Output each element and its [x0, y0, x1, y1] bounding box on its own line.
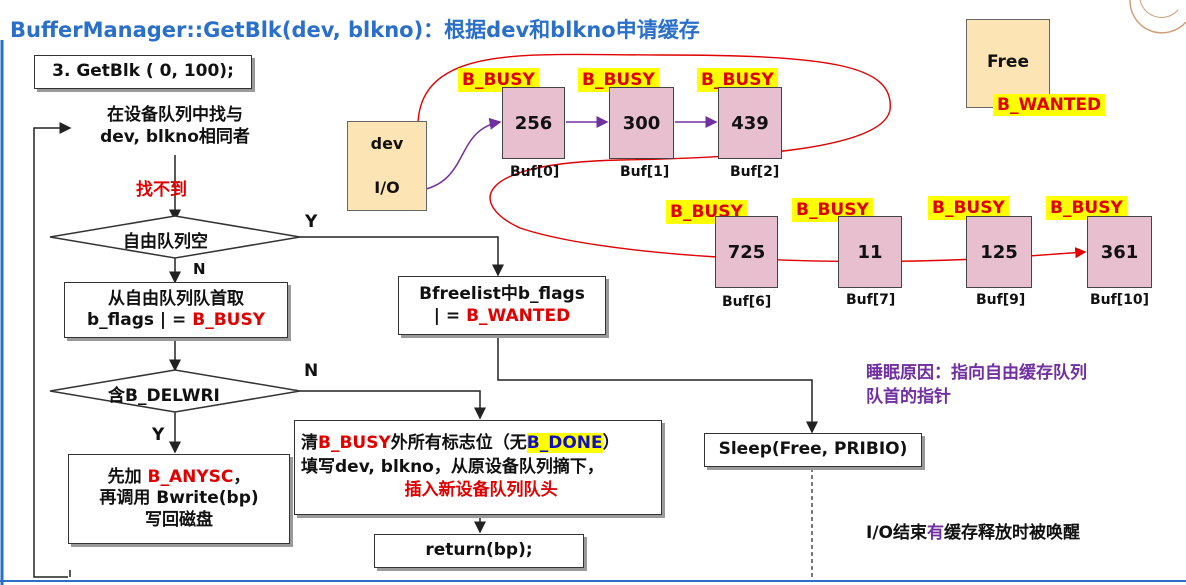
- clear-flags-box: 清B_BUSY外所有标志位（无B_DONE） 填写dev, blkno，从原设备…: [294, 420, 662, 515]
- return-box: return(bp);: [374, 534, 584, 568]
- clear-busy: B_BUSY: [318, 432, 391, 453]
- anysc-flag: B_ANYSC: [147, 467, 234, 488]
- clear-prefix: 清: [301, 432, 318, 453]
- buffer-label-buf7: Buf[7]: [846, 292, 896, 308]
- buffer-label-buf0: Buf[0]: [510, 164, 560, 180]
- set-wanted-line-1: Bfreelist中b_flags: [419, 284, 585, 305]
- busy-tag-buf7: B_BUSY: [792, 198, 873, 222]
- wake-part-3: 缓存释放时被唤醒: [944, 523, 1080, 543]
- buffer-label-buf1: Buf[1]: [620, 164, 670, 180]
- devtab-io: I/O: [374, 178, 400, 197]
- buffer-label-buf9: Buf[9]: [976, 292, 1026, 308]
- find-line-1: 在设备队列中找与: [107, 105, 243, 125]
- buffer-buf10: 361: [1087, 216, 1152, 288]
- take-free-busy: B_BUSY: [192, 310, 266, 330]
- buffer-buf9: 125: [966, 216, 1032, 288]
- page-title: BufferManager::GetBlk(dev, blkno)：根据dev和…: [10, 18, 700, 42]
- sleep-text: Sleep(Free, PRIBIO): [718, 439, 908, 460]
- buffer-label-buf6: Buf[6]: [722, 294, 772, 310]
- buffer-value-buf1: 300: [622, 112, 661, 134]
- sleep-reason-line-1: 睡眠原因：指向自由缓存队列: [866, 363, 1087, 383]
- free-wanted-tag: B_WANTED: [993, 94, 1106, 116]
- y-label-1: Y: [305, 212, 318, 232]
- sleep-box: Sleep(Free, PRIBIO): [704, 433, 922, 467]
- anysc-box: 先加 B_ANYSC， 再调用 Bwrite(bp) 写回磁盘: [68, 454, 290, 544]
- buffer-label-buf2: Buf[2]: [730, 164, 780, 180]
- anysc-comma: ，: [233, 467, 251, 488]
- buffer-label-buf10: Buf[10]: [1090, 292, 1150, 308]
- clear-done: B_DONE: [526, 432, 603, 453]
- cond-delwri: 含B_DELWRI: [108, 386, 220, 406]
- buffer-value-buf10: 361: [1100, 241, 1139, 263]
- buffer-value-buf0: 256: [514, 112, 553, 134]
- free-label: Free: [987, 52, 1029, 72]
- buffer-value-buf6: 725: [727, 241, 766, 263]
- sleep-reason-line-2: 队首的指针: [866, 386, 951, 407]
- wake-note: I/O结束有缓存释放时被唤醒: [866, 518, 1080, 543]
- wake-part-2: 有: [927, 523, 944, 543]
- not-found-label: 找不到: [136, 180, 187, 200]
- return-text: return(bp);: [425, 540, 533, 561]
- buffer-buf7: 11: [838, 216, 902, 288]
- n-label-1: N: [193, 260, 206, 278]
- buffer-buf6: 725: [715, 216, 778, 288]
- find-step: 在设备队列中找与 dev, blkno相同者: [60, 104, 290, 148]
- anysc-line-2: 再调用 Bwrite(bp): [99, 488, 259, 509]
- set-wanted-op: | =: [433, 305, 467, 326]
- sleep-reason-note: 睡眠原因：指向自由缓存队列 队首的指针: [866, 362, 1087, 410]
- buffer-buf0: 256: [502, 87, 565, 159]
- clear-line-2: 填写dev, blkno，从原设备队列摘下，: [301, 456, 604, 477]
- buffer-buf2: 439: [718, 87, 782, 159]
- clear-mid: 外所有标志位（无: [390, 432, 527, 453]
- buffer-value-buf7: 11: [857, 241, 883, 263]
- buffer-value-buf9: 125: [980, 241, 1018, 263]
- n-label-2: N: [304, 361, 319, 381]
- busy-tag-buf10: B_BUSY: [1046, 196, 1127, 220]
- y-label-2: Y: [152, 425, 165, 445]
- buffer-value-buf2: 439: [731, 112, 769, 134]
- step-label-text: 3. GetBlk ( 0, 100);: [52, 61, 234, 82]
- clear-end: ）: [602, 432, 620, 453]
- devtab-box: dev I/O: [347, 121, 427, 211]
- step-label: 3. GetBlk ( 0, 100);: [34, 55, 252, 89]
- find-line-2: dev, blkno相同者: [100, 127, 250, 148]
- free-box: Free: [966, 19, 1050, 108]
- clear-line-3: 插入新设备队列队头: [404, 480, 558, 501]
- take-free-line-1: 从自由队列队首取: [108, 288, 244, 309]
- buffer-buf1: 300: [609, 87, 674, 159]
- wake-part-1: I/O结束: [866, 523, 927, 543]
- devtab-dev: dev: [370, 134, 404, 153]
- take-free-flags: b_flags | =: [86, 310, 193, 330]
- set-wanted-flag: B_WANTED: [466, 305, 571, 326]
- anysc-line-3: 写回磁盘: [145, 509, 213, 530]
- take-free-box: 从自由队列队首取 b_flags | = B_BUSY: [64, 282, 288, 338]
- anysc-prefix: 先加: [107, 467, 148, 488]
- set-wanted-box: Bfreelist中b_flags | = B_WANTED: [398, 276, 606, 335]
- cond-free-empty: 自由队列空: [123, 232, 208, 252]
- busy-tag-buf2: B_BUSY: [697, 68, 778, 92]
